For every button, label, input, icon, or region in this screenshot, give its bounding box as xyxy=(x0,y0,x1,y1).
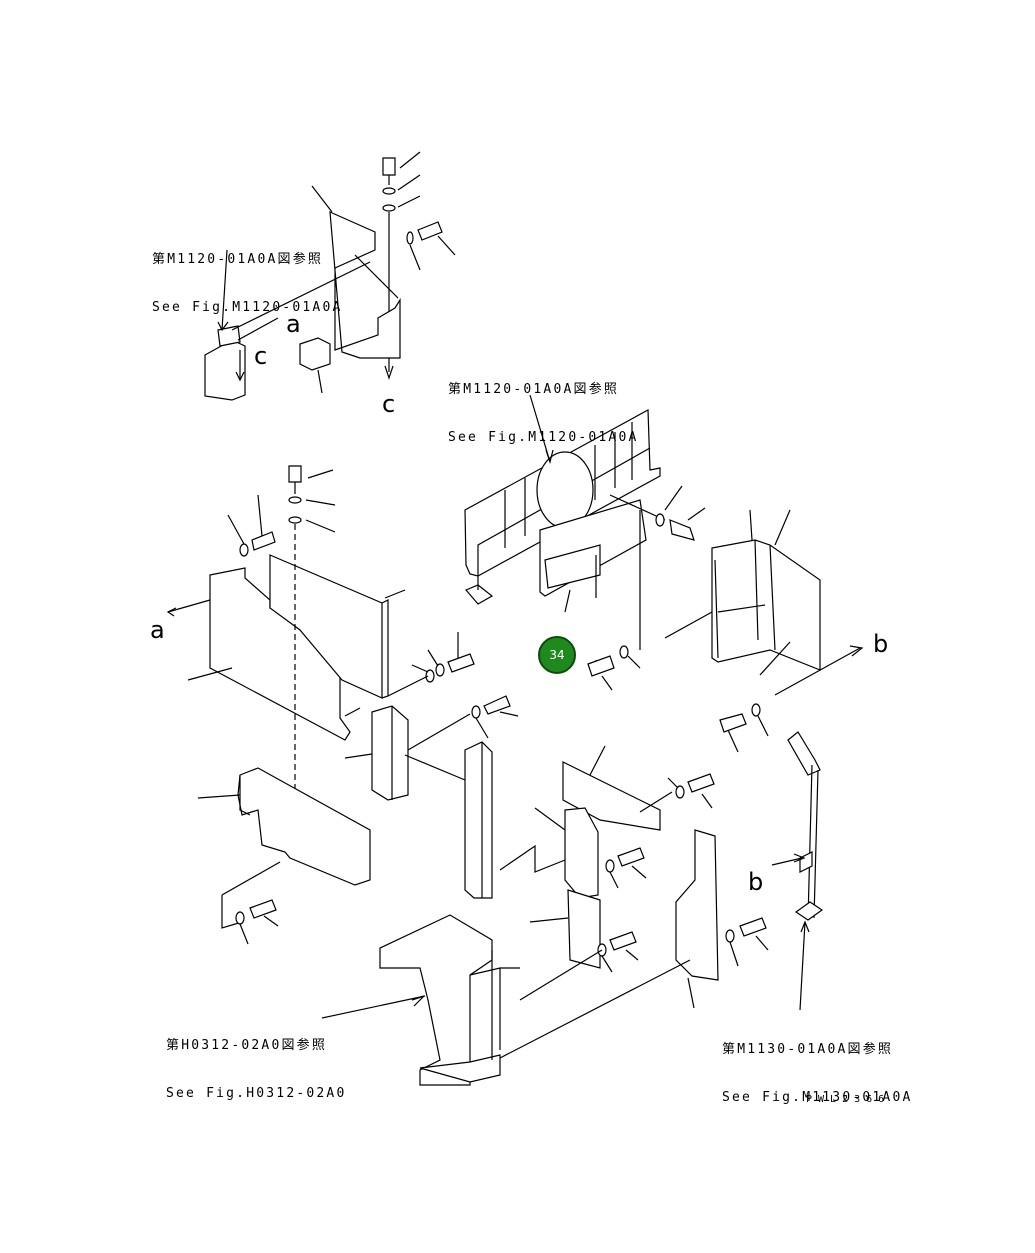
connector-c-left: c xyxy=(254,342,268,370)
right-side-panel xyxy=(664,509,864,696)
connector-c-down: c xyxy=(382,390,396,418)
ref-m1120-mid: 第M1120-01A0A図参照 See Fig.M1120-01A0A xyxy=(448,382,639,445)
part-hotspot-34[interactable]: 34 xyxy=(538,636,576,674)
ref-m1130: 第M1130-01A0A図参照 See Fig.M1130-01A0A xyxy=(722,1042,913,1105)
upper-cover-panel xyxy=(464,394,706,650)
left-cover-panel xyxy=(166,465,475,812)
ref-h0312: 第H0312-02A0図参照 See Fig.H0312-02A0 xyxy=(166,1038,347,1101)
connector-b-right: b xyxy=(873,630,889,658)
ref-m1120-top: 第M1120-01A0A図参照 See Fig.M1120-01A0A xyxy=(152,252,343,315)
top-bracket-assembly xyxy=(204,151,456,401)
drawing-code: PWL2366 xyxy=(806,1094,891,1105)
center-brackets xyxy=(344,645,769,1009)
connector-a-left: a xyxy=(150,616,165,644)
connector-b-lower: b xyxy=(748,868,764,896)
lower-left-bracket xyxy=(197,767,371,945)
right-clip-rod xyxy=(771,731,824,1011)
connector-a-top: a xyxy=(286,310,301,338)
bottom-pedestal xyxy=(321,914,691,1086)
